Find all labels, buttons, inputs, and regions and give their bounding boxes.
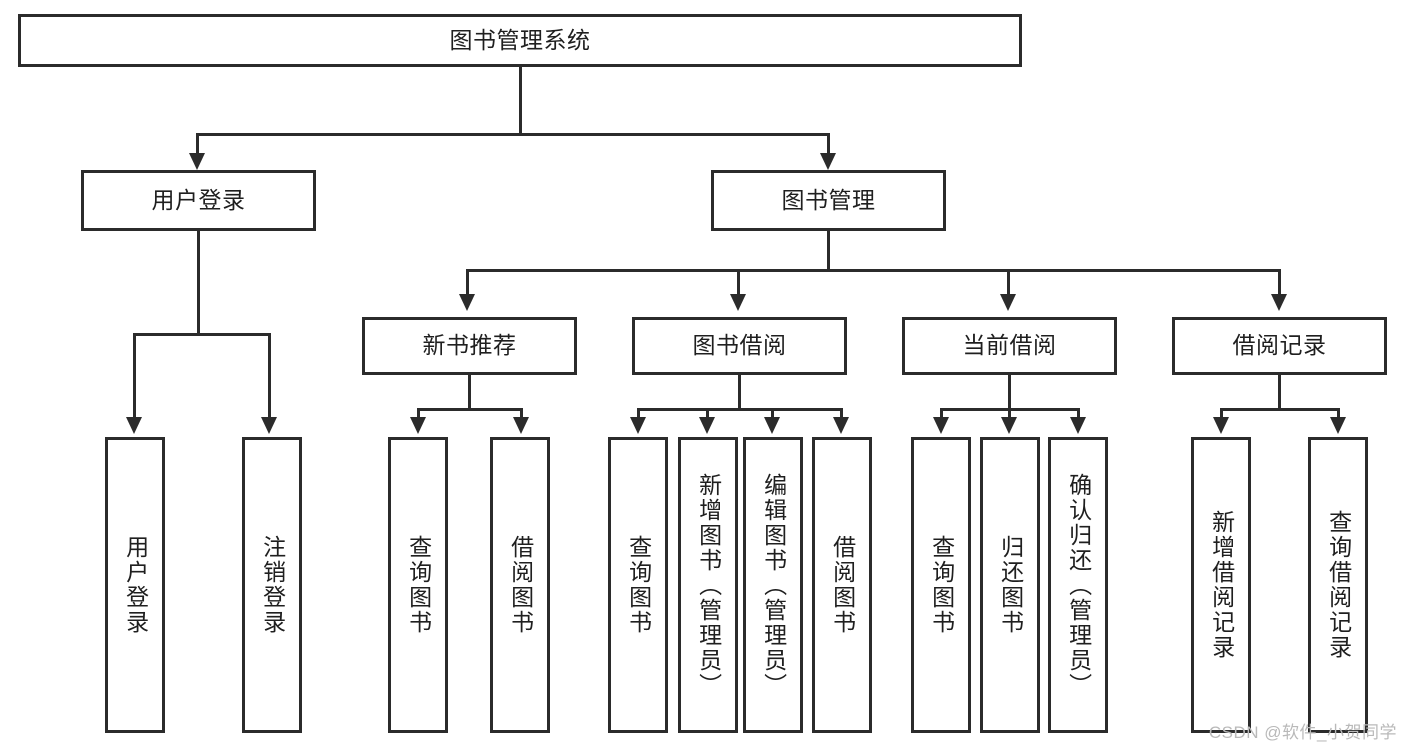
connector-newbook-stem [468, 375, 471, 411]
arrow-newbook-to-leaf-1 [410, 417, 426, 434]
connector-login-to-leaf-2 [268, 333, 271, 419]
arrow-borrow-to-leaf-4 [833, 417, 849, 434]
leaf-edit-book-admin[interactable]: 编辑图书（管理员） [743, 437, 803, 733]
leaf-return-book-label: 归还图书 [997, 535, 1024, 635]
leaf-logout[interactable]: 注销登录 [242, 437, 302, 733]
leaf-user-login[interactable]: 用户登录 [105, 437, 165, 733]
leaf-borrow-book[interactable]: 借阅图书 [812, 437, 872, 733]
arrow-login-to-leaf-1 [126, 417, 142, 434]
node-current-borrow-label: 当前借阅 [962, 332, 1057, 359]
leaf-add-book-admin-label: 新增图书（管理员） [695, 472, 722, 698]
leaf-add-book-admin[interactable]: 新增图书（管理员） [678, 437, 738, 733]
connector-borrow-to-leaf-2 [706, 408, 709, 420]
connector-records-bar [1220, 408, 1340, 411]
leaf-confirm-return-admin[interactable]: 确认归还（管理员） [1048, 437, 1108, 733]
leaf-add-borrow-record[interactable]: 新增借阅记录 [1191, 437, 1251, 733]
connector-records-stem [1278, 375, 1281, 411]
connector-borrow-to-leaf-1 [637, 408, 640, 420]
leaf-query-borrow-record[interactable]: 查询借阅记录 [1308, 437, 1368, 733]
connector-newbook-bar [417, 408, 523, 411]
node-book-borrow-label: 图书借阅 [692, 332, 787, 359]
arrow-records-to-leaf-1 [1213, 417, 1229, 434]
leaf-add-borrow-record-label: 新增借阅记录 [1208, 510, 1235, 660]
arrow-borrow-to-leaf-3 [764, 417, 780, 434]
connector-current-to-leaf-2 [1008, 408, 1011, 420]
leaf-edit-book-admin-label: 编辑图书（管理员） [760, 472, 787, 698]
connector-login-stem [197, 231, 200, 336]
connector-newbook-to-leaf-1 [417, 408, 420, 420]
arrow-current-to-leaf-2 [1001, 417, 1017, 434]
connector-root-bar [196, 133, 830, 136]
connector-books-to-borrow [737, 269, 740, 297]
leaf-query-book-borrow[interactable]: 查询图书 [608, 437, 668, 733]
connector-books-to-records [1278, 269, 1281, 297]
node-root-label: 图书管理系统 [449, 26, 591, 53]
arrow-books-to-records [1271, 294, 1287, 311]
connector-newbook-to-leaf-2 [520, 408, 523, 420]
watermark-text: CSDN @软件_小贺同学 [1208, 723, 1397, 742]
connector-books-stem [827, 231, 830, 271]
connector-current-stem [1008, 375, 1011, 411]
arrow-books-to-borrow [730, 294, 746, 311]
connector-borrow-stem [738, 375, 741, 411]
leaf-confirm-return-admin-label: 确认归还（管理员） [1065, 472, 1092, 698]
arrow-borrow-to-leaf-1 [630, 417, 646, 434]
connector-root-stem [519, 67, 522, 135]
arrow-books-to-newbook [459, 294, 475, 311]
node-root[interactable]: 图书管理系统 [18, 14, 1022, 67]
node-book-management-label: 图书管理 [781, 186, 876, 213]
connector-records-to-leaf-1 [1220, 408, 1223, 420]
leaf-user-login-label: 用户登录 [122, 535, 149, 635]
arrow-root-to-books [820, 153, 836, 170]
leaf-return-book[interactable]: 归还图书 [980, 437, 1040, 733]
node-book-management[interactable]: 图书管理 [711, 170, 946, 231]
connector-root-to-books [827, 133, 830, 157]
leaf-borrow-book-label: 借阅图书 [829, 535, 856, 635]
arrow-records-to-leaf-2 [1330, 417, 1346, 434]
arrow-books-to-current [1000, 294, 1016, 311]
connector-borrow-to-leaf-3 [771, 408, 774, 420]
leaf-query-book-current[interactable]: 查询图书 [911, 437, 971, 733]
connector-books-to-newbook [466, 269, 469, 297]
connector-current-to-leaf-3 [1077, 408, 1080, 420]
arrow-current-to-leaf-1 [933, 417, 949, 434]
leaf-logout-label: 注销登录 [259, 535, 286, 635]
node-current-borrow[interactable]: 当前借阅 [902, 317, 1117, 375]
node-new-book-recommend-label: 新书推荐 [422, 332, 517, 359]
connector-books-to-current [1007, 269, 1010, 297]
connector-books-bar [466, 269, 1281, 272]
arrow-root-to-login [189, 153, 205, 170]
node-user-login[interactable]: 用户登录 [81, 170, 316, 231]
connector-records-to-leaf-2 [1337, 408, 1340, 420]
arrow-login-to-leaf-2 [261, 417, 277, 434]
node-book-borrow[interactable]: 图书借阅 [632, 317, 847, 375]
node-user-login-label: 用户登录 [151, 186, 246, 213]
node-borrow-records[interactable]: 借阅记录 [1172, 317, 1387, 375]
leaf-query-book-newbook-label: 查询图书 [405, 535, 432, 635]
arrow-current-to-leaf-3 [1070, 417, 1086, 434]
connector-borrow-to-leaf-4 [840, 408, 843, 420]
arrow-borrow-to-leaf-2 [699, 417, 715, 434]
connector-current-to-leaf-1 [940, 408, 943, 420]
leaf-query-book-newbook[interactable]: 查询图书 [388, 437, 448, 733]
node-borrow-records-label: 借阅记录 [1232, 332, 1327, 359]
connector-root-to-login [196, 133, 199, 157]
leaf-query-book-borrow-label: 查询图书 [625, 535, 652, 635]
leaf-borrow-book-newbook[interactable]: 借阅图书 [490, 437, 550, 733]
node-new-book-recommend[interactable]: 新书推荐 [362, 317, 577, 375]
leaf-query-borrow-record-label: 查询借阅记录 [1325, 510, 1352, 660]
leaf-query-book-current-label: 查询图书 [928, 535, 955, 635]
leaf-borrow-book-newbook-label: 借阅图书 [507, 535, 534, 635]
connector-borrow-bar [637, 408, 843, 411]
connector-login-to-leaf-1 [133, 333, 136, 419]
connector-login-bar [133, 333, 270, 336]
arrow-newbook-to-leaf-2 [513, 417, 529, 434]
